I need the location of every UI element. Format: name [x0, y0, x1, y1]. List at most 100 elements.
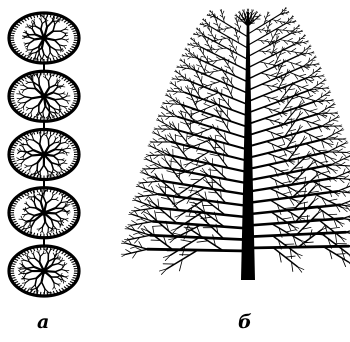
tree-branch: [171, 159, 172, 168]
tree-branch: [197, 139, 205, 142]
tree-branch: [329, 199, 338, 201]
tree-branch: [285, 256, 295, 257]
tree-branch: [235, 56, 237, 61]
tree-branch: [303, 42, 306, 43]
disc-branch: [40, 257, 41, 263]
tree-branch: [307, 95, 313, 98]
tree-branch: [269, 60, 274, 64]
tree-branch: [236, 46, 237, 50]
tree-branch: [346, 232, 350, 236]
disc-branch: [60, 138, 61, 143]
tree-branch: [264, 39, 268, 41]
tree-branch: [186, 134, 187, 142]
tree-branch: [318, 76, 322, 79]
disc-edge-tick: [11, 91, 15, 92]
tree-branch: [288, 38, 293, 41]
panel-b-label: б: [238, 311, 252, 333]
tree-branch: [213, 69, 218, 71]
panel-a-disc-stack: [9, 11, 79, 297]
tree-branch: [332, 150, 338, 151]
tree-branch: [170, 104, 174, 107]
tree-branch: [287, 23, 290, 24]
tree-branch: [245, 12, 247, 16]
tree-branch: [281, 14, 283, 15]
disc-core: [41, 35, 48, 41]
tree-branch: [271, 73, 277, 76]
tree-branch: [264, 16, 265, 19]
panel-a-label: а: [37, 311, 49, 333]
tree-branch: [266, 49, 270, 51]
tree-branch: [159, 138, 164, 139]
tree-branch: [312, 120, 319, 123]
tree-branch: [135, 196, 139, 197]
disc-edge-tick: [11, 33, 15, 34]
tree-branch: [209, 58, 213, 61]
tree-branch: [177, 80, 182, 82]
tree-branch: [192, 46, 195, 48]
disc-branch: [65, 29, 68, 30]
disc: [9, 11, 79, 63]
disc: [9, 246, 79, 297]
disc-branch: [50, 46, 51, 52]
disc-edge-tick: [73, 217, 77, 218]
tree-branch: [163, 102, 166, 103]
disc: [9, 130, 79, 180]
tree-branch: [330, 113, 334, 116]
tree-branch: [310, 76, 315, 77]
disc-branch: [27, 166, 31, 167]
tree-branch: [345, 203, 350, 205]
tree-branch: [278, 144, 285, 146]
tree-branch: [204, 26, 207, 27]
disc-edge-tick: [73, 150, 77, 151]
tree-branch: [318, 99, 323, 100]
disc-branch: [21, 268, 26, 269]
disc-branch: [44, 289, 45, 294]
disc-branch: [49, 81, 50, 88]
tree-branch: [153, 226, 163, 227]
panel-b-branched-tree: [121, 7, 350, 280]
tree-branch: [302, 55, 306, 56]
tree-branch: [308, 53, 311, 55]
tree-branch: [338, 126, 342, 127]
tree-branch: [335, 163, 341, 165]
tree-branch: [273, 108, 279, 110]
tree-branch: [231, 88, 233, 95]
disc-core: [41, 93, 48, 99]
tree-branch: [226, 27, 230, 28]
disc-core: [41, 268, 48, 274]
disc-edge-tick: [73, 33, 77, 34]
tree-branch: [198, 153, 205, 154]
disc-edge-tick: [11, 42, 15, 43]
disc-branch: [31, 227, 32, 232]
tree-branch: [184, 227, 194, 228]
disc-branch: [31, 112, 32, 115]
tree-branch: [201, 76, 202, 82]
tree-branch: [330, 227, 340, 228]
tree-branch: [207, 93, 213, 95]
tree-branch: [188, 57, 191, 59]
disc-edge-tick: [11, 266, 15, 267]
tree-branch: [237, 19, 238, 23]
tree-branch: [276, 53, 278, 58]
tree-branch: [321, 171, 329, 173]
tree-branch: [296, 62, 301, 64]
tree-branch: [330, 100, 333, 101]
tree-branch: [340, 146, 345, 148]
tree-branch: [329, 137, 335, 138]
tree-branch: [272, 83, 278, 86]
tree-branch: [198, 36, 201, 37]
tree-branch: [315, 136, 322, 138]
tree-branch: [272, 97, 278, 99]
tree-branch: [336, 254, 345, 255]
tree-branch: [134, 207, 141, 210]
tree-branch: [248, 9, 249, 12]
tree-branch: [191, 179, 200, 180]
tree-branch: [204, 104, 211, 107]
tree-branch: [138, 193, 144, 196]
disc: [9, 187, 79, 238]
disc-edge-tick: [73, 208, 77, 209]
tree-branch: [166, 116, 170, 119]
tree-branch: [344, 159, 349, 160]
tree-branch: [139, 182, 143, 183]
tree-branch: [318, 150, 327, 151]
